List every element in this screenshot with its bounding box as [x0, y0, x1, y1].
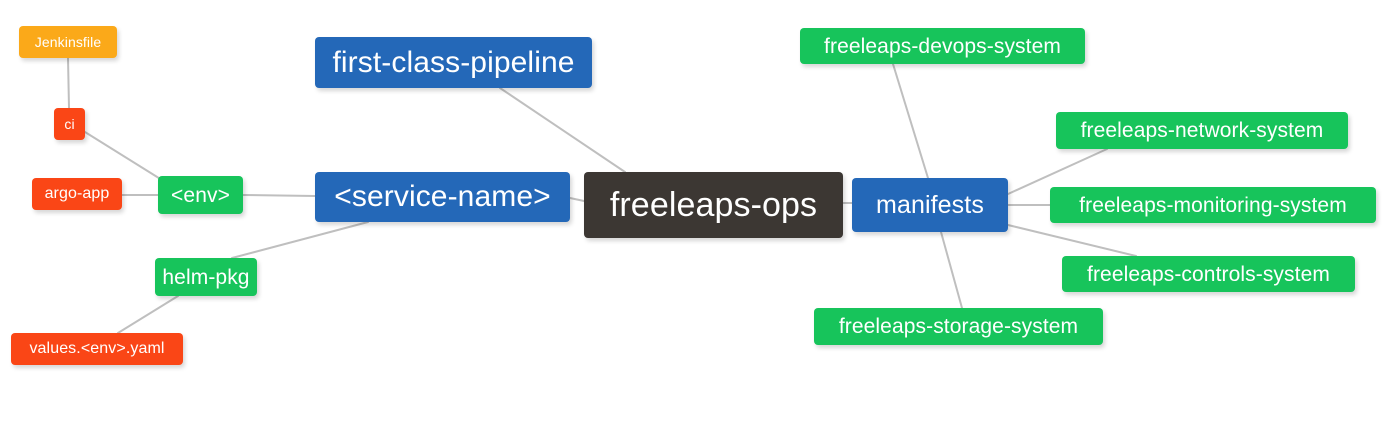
edge-ci-to-env	[84, 131, 163, 181]
node-ci[interactable]: ci	[54, 108, 85, 140]
node-label-manifests: manifests	[876, 190, 984, 219]
edge-helm-pkg-to-service-name	[231, 221, 369, 259]
node-jenkinsfile[interactable]: Jenkinsfile	[19, 26, 117, 58]
node-label-freeleaps-ops: freeleaps-ops	[609, 186, 818, 224]
node-freeleaps-ops[interactable]: freeleaps-ops	[584, 172, 843, 238]
edge-jenkinsfile-to-ci	[67, 57, 70, 109]
node-label-jenkinsfile: Jenkinsfile	[34, 34, 102, 50]
node-freeleaps-devops-system[interactable]: freeleaps-devops-system	[800, 28, 1085, 64]
node-label-freeleaps-monitoring-system: freeleaps-monitoring-system	[1079, 193, 1347, 217]
node-label-values-env-yaml: values.<env>.yaml	[29, 340, 165, 357]
node-freeleaps-network-system[interactable]: freeleaps-network-system	[1056, 112, 1348, 149]
node-label-env: <env>	[171, 183, 230, 207]
node-values-env-yaml[interactable]: values.<env>.yaml	[11, 333, 183, 365]
edge-env-to-service-name	[242, 194, 316, 197]
node-helm-pkg[interactable]: helm-pkg	[155, 258, 257, 296]
node-label-freeleaps-devops-system: freeleaps-devops-system	[824, 34, 1061, 58]
node-label-freeleaps-controls-system: freeleaps-controls-system	[1087, 262, 1330, 286]
node-label-argo-app: argo-app	[44, 185, 110, 202]
node-label-first-class-pipeline: first-class-pipeline	[332, 45, 575, 79]
edge-first-class-pipeline-to-freeleaps-ops	[499, 87, 626, 173]
node-freeleaps-monitoring-system[interactable]: freeleaps-monitoring-system	[1050, 187, 1376, 223]
node-manifests[interactable]: manifests	[852, 178, 1008, 232]
node-label-service-name: <service-name>	[334, 180, 551, 213]
node-label-freeleaps-network-system: freeleaps-network-system	[1080, 119, 1324, 142]
node-argo-app[interactable]: argo-app	[32, 178, 122, 210]
node-env[interactable]: <env>	[158, 176, 243, 214]
node-label-helm-pkg: helm-pkg	[162, 265, 250, 289]
edge-manifests-to-freeleaps-storage-system	[940, 231, 963, 309]
edge-values-env-yaml-to-helm-pkg	[117, 295, 179, 334]
node-freeleaps-storage-system[interactable]: freeleaps-storage-system	[814, 308, 1103, 345]
node-first-class-pipeline[interactable]: first-class-pipeline	[315, 37, 592, 88]
edge-service-name-to-freeleaps-ops	[569, 197, 585, 202]
node-freeleaps-controls-system[interactable]: freeleaps-controls-system	[1062, 256, 1355, 292]
edge-manifests-to-freeleaps-controls-system	[1007, 224, 1137, 257]
edge-manifests-to-freeleaps-devops-system	[892, 63, 929, 179]
node-label-ci: ci	[64, 116, 75, 132]
node-service-name[interactable]: <service-name>	[315, 172, 570, 222]
node-label-freeleaps-storage-system: freeleaps-storage-system	[838, 315, 1079, 338]
